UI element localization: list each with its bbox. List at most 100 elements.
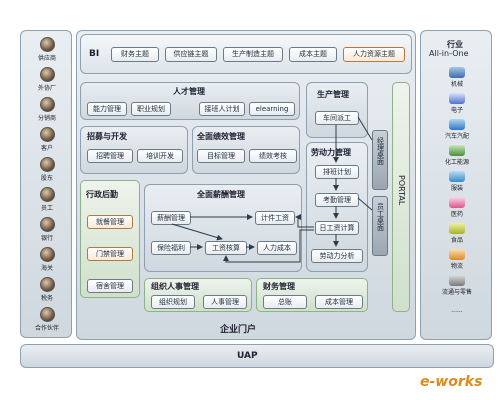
salary-title: 全面薪酬管理 bbox=[197, 190, 245, 199]
bi-topic-manufacturing[interactable]: 生产制造主题 bbox=[223, 47, 283, 62]
partner-icon bbox=[39, 307, 55, 322]
automotive-icon bbox=[449, 119, 465, 130]
stakeholder-distributor: 分销商 bbox=[27, 97, 67, 122]
manager-desktop[interactable]: 经理桌面 bbox=[372, 130, 388, 190]
recruit-item-training[interactable]: 培训开发 bbox=[137, 149, 183, 163]
finance-title: 财务管理 bbox=[263, 282, 295, 291]
production-item-dispatch[interactable]: 车间派工 bbox=[315, 111, 359, 125]
salary-item-insurance[interactable]: 保险福利 bbox=[151, 241, 191, 255]
recruit-panel: 招募与开发 招聘管理 培训开发 bbox=[80, 126, 188, 174]
salary-item-piecework[interactable]: 计件工资 bbox=[255, 211, 295, 225]
admin-item-access[interactable]: 门禁管理 bbox=[87, 247, 133, 261]
production-title: 生产管理 bbox=[317, 90, 349, 99]
logistics-icon bbox=[449, 249, 465, 260]
org-panel: 组织人事管理 组织规划 人事管理 bbox=[144, 278, 252, 312]
stakeholder-customs: 海关 bbox=[27, 247, 67, 272]
pharma-icon bbox=[449, 197, 465, 208]
org-item-planning[interactable]: 组织规划 bbox=[151, 295, 195, 309]
finance-item-cost[interactable]: 成本管理 bbox=[315, 295, 363, 309]
bi-topic-hr[interactable]: 人力资源主题 bbox=[343, 47, 405, 62]
stakeholder-shareholder: 股东 bbox=[27, 157, 67, 182]
distributor-icon bbox=[39, 97, 55, 112]
recruit-title: 招募与开发 bbox=[87, 132, 127, 141]
portal-label: PORTAL bbox=[397, 175, 406, 206]
e-works-watermark: e-works bbox=[420, 374, 483, 390]
industry-column: 行业 All-in-One 机械 电子 汽车汽配 化工能源 服装 医药 食品 物… bbox=[420, 30, 492, 340]
enterprise-portal-label: 企业门户 bbox=[220, 325, 257, 335]
supplier-icon bbox=[39, 37, 55, 52]
industry-retail: 流通与零售 bbox=[425, 275, 489, 296]
talent-item-competency[interactable]: 能力管理 bbox=[87, 102, 127, 116]
admin-title: 行政后勤 bbox=[86, 190, 118, 199]
bi-label: BI bbox=[89, 49, 100, 59]
performance-item-appraisal[interactable]: 绩效考核 bbox=[249, 149, 297, 163]
employee-desktop[interactable]: 员工桌面 bbox=[372, 196, 388, 256]
arrow-dailywage-piecework bbox=[295, 214, 314, 228]
workforce-panel: 劳动力管理 排班计划 考勤管理 日工资计算 劳动力分析 bbox=[306, 142, 368, 272]
industry-apparel: 服装 bbox=[425, 171, 489, 192]
workforce-title: 劳动力管理 bbox=[311, 148, 351, 157]
food-icon bbox=[449, 223, 465, 234]
uap-bar: UAP bbox=[20, 344, 494, 368]
recruit-item-hiring[interactable]: 招聘管理 bbox=[87, 149, 133, 163]
chemical-icon bbox=[449, 145, 465, 156]
performance-panel: 全面绩效管理 目标管理 绩效考核 bbox=[192, 126, 300, 174]
org-title: 组织人事管理 bbox=[151, 282, 199, 291]
stakeholder-partner: 合作伙伴 bbox=[27, 307, 67, 332]
industry-logistics: 物流 bbox=[425, 249, 489, 270]
talent-item-career[interactable]: 职业规划 bbox=[131, 102, 171, 116]
industry-food: 食品 bbox=[425, 223, 489, 244]
production-panel: 生产管理 车间派工 bbox=[306, 82, 368, 138]
shareholder-icon bbox=[39, 157, 55, 172]
bi-topic-cost[interactable]: 成本主题 bbox=[289, 47, 337, 62]
stakeholder-bank: 银行 bbox=[27, 217, 67, 242]
stakeholder-employee: 员工 bbox=[27, 187, 67, 212]
workforce-item-scheduling[interactable]: 排班计划 bbox=[315, 165, 359, 179]
apparel-icon bbox=[449, 171, 465, 182]
salary-item-labor-cost[interactable]: 人力成本 bbox=[257, 241, 297, 255]
industry-automotive: 汽车汽配 bbox=[425, 119, 489, 140]
customs-icon bbox=[39, 247, 55, 262]
talent-item-elearning[interactable]: elearning bbox=[249, 102, 295, 116]
machinery-icon bbox=[449, 67, 465, 78]
workforce-item-daily-wage[interactable]: 日工资计算 bbox=[315, 221, 359, 235]
talent-item-succession[interactable]: 接班人计划 bbox=[199, 102, 245, 116]
bi-row: BI 财务主题 供应链主题 生产制造主题 成本主题 人力资源主题 bbox=[80, 34, 412, 74]
industry-chemical: 化工能源 bbox=[425, 145, 489, 166]
electronics-icon bbox=[449, 93, 465, 104]
workforce-item-attendance[interactable]: 考勤管理 bbox=[315, 193, 359, 207]
industry-more: ...... bbox=[451, 307, 463, 314]
uap-label: UAP bbox=[237, 351, 258, 361]
subcontractor-icon bbox=[39, 67, 55, 82]
industry-electronics: 电子 bbox=[425, 93, 489, 114]
org-item-personnel[interactable]: 人事管理 bbox=[203, 295, 247, 309]
tax-icon bbox=[39, 277, 55, 292]
workforce-item-analysis[interactable]: 劳动力分析 bbox=[311, 249, 363, 263]
industry-machinery: 机械 bbox=[425, 67, 489, 88]
arrow-dailywage-calculation bbox=[223, 229, 314, 263]
salary-panel: 全面薪酬管理 薪酬管理 计件工资 保险福利 工资核算 人力成本 bbox=[144, 184, 302, 272]
bi-topic-finance[interactable]: 财务主题 bbox=[111, 47, 159, 62]
talent-title: 人才管理 bbox=[173, 87, 205, 96]
industry-title: 行业 bbox=[447, 40, 463, 49]
stakeholder-tax: 税务 bbox=[27, 277, 67, 302]
stakeholder-subcontractor: 外协厂 bbox=[27, 67, 67, 92]
employee-icon bbox=[39, 187, 55, 202]
bank-icon bbox=[39, 217, 55, 232]
admin-item-dining[interactable]: 就餐管理 bbox=[87, 215, 133, 229]
stakeholder-supplier: 供应商 bbox=[27, 37, 67, 62]
customer-icon bbox=[39, 127, 55, 142]
bi-topic-supply-chain[interactable]: 供应链主题 bbox=[165, 47, 217, 62]
performance-title: 全面绩效管理 bbox=[197, 132, 245, 141]
industry-subtitle: All-in-One bbox=[429, 49, 469, 58]
salary-item-calculation[interactable]: 工资核算 bbox=[205, 241, 247, 255]
salary-item-payroll[interactable]: 薪酬管理 bbox=[151, 211, 191, 225]
finance-item-ledger[interactable]: 总账 bbox=[263, 295, 307, 309]
finance-panel: 财务管理 总账 成本管理 bbox=[256, 278, 368, 312]
performance-item-goals[interactable]: 目标管理 bbox=[197, 149, 245, 163]
stakeholder-column: 供应商 外协厂 分销商 客户 股东 员工 银行 海关 税务 合作伙伴 bbox=[20, 30, 72, 338]
arrow-payroll-calculation bbox=[171, 223, 223, 241]
industry-pharma: 医药 bbox=[425, 197, 489, 218]
admin-item-dorm[interactable]: 宿舍管理 bbox=[87, 279, 133, 293]
